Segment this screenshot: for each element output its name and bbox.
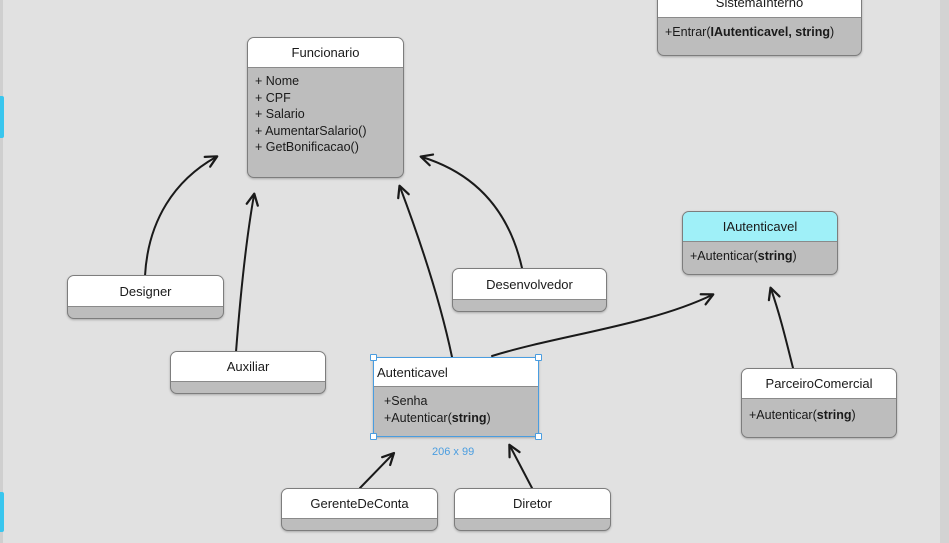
method-autenticar: +Autenticar(string) [690,249,797,263]
class-members: +Senha +Autenticar(string) [374,387,538,426]
interface-iautenticavel[interactable]: IAutenticavel +Autenticar(string) [682,211,838,275]
member: + Salario [255,107,305,121]
class-gerentedeconta[interactable]: GerenteDeConta [281,488,438,531]
class-funcionario[interactable]: Funcionario + Nome + CPF + Salario + Aum… [247,37,404,178]
class-title: Funcionario [248,38,403,68]
resize-handle-bottom-left[interactable] [370,433,377,440]
class-title: Designer [68,276,223,307]
member: + GetBonificacao() [255,140,359,154]
selection-size-label: 206 x 99 [432,446,475,458]
member: + AumentarSalario() [255,123,367,138]
member: + Nome [255,74,300,88]
class-members: +Entrar(IAutenticavel, string) [658,18,861,41]
class-designer[interactable]: Designer [67,275,224,319]
class-title: Auxiliar [171,352,325,382]
arrow-gerentedeconta-to-autenticavel[interactable] [359,451,396,489]
class-desenvolvedor[interactable]: Desenvolvedor [452,268,607,312]
class-title: Desenvolvedor [453,269,606,300]
class-title: ParceiroComercial [742,369,896,399]
class-members: +Autenticar(string) [742,399,896,424]
arrow-parceirocomercial-to-iautenticavel[interactable] [767,286,794,369]
arrow-autenticavel-to-iautenticavel[interactable] [491,293,715,357]
resize-handle-top-right[interactable] [535,354,542,361]
class-title: GerenteDeConta [282,489,437,519]
class-title: SistemaInterno [658,0,861,18]
resize-handle-bottom-right[interactable] [535,433,542,440]
class-members: +Autenticar(string) [683,242,837,265]
class-members: + Nome + CPF + Salario + AumentarSalario… [248,68,403,156]
arrow-diretor-to-autenticavel[interactable] [508,443,533,489]
arrow-auxiliar-to-funcionario[interactable] [235,192,259,353]
class-diretor[interactable]: Diretor [454,488,611,531]
class-title: Diretor [455,489,610,519]
member: + CPF [255,90,291,105]
class-title: Autenticavel [374,358,538,387]
arrow-desenvolvedor-to-funcionario[interactable] [419,153,523,269]
method-autenticar: +Autenticar(string) [749,408,856,422]
method-entrar: +Entrar(IAutenticavel, string) [665,25,835,39]
class-sistemainterno[interactable]: SistemaInterno +Entrar(IAutenticavel, st… [657,0,862,56]
class-parceirocomercial[interactable]: ParceiroComercial +Autenticar(string) [741,368,897,438]
class-autenticavel[interactable]: Autenticavel +Senha +Autenticar(string) [373,357,539,437]
class-title: IAutenticavel [683,212,837,242]
canvas-right-edge [940,0,949,543]
left-accent-mark [0,492,4,532]
canvas-left-edge [0,0,3,543]
left-accent-mark [0,96,4,138]
member: +Senha [384,394,428,408]
resize-handle-top-left[interactable] [370,354,377,361]
method-autenticar: +Autenticar(string) [384,410,491,425]
class-auxiliar[interactable]: Auxiliar [170,351,326,394]
arrow-designer-to-funcionario[interactable] [144,155,219,277]
arrow-autenticavel-to-funcionario[interactable] [397,184,453,358]
